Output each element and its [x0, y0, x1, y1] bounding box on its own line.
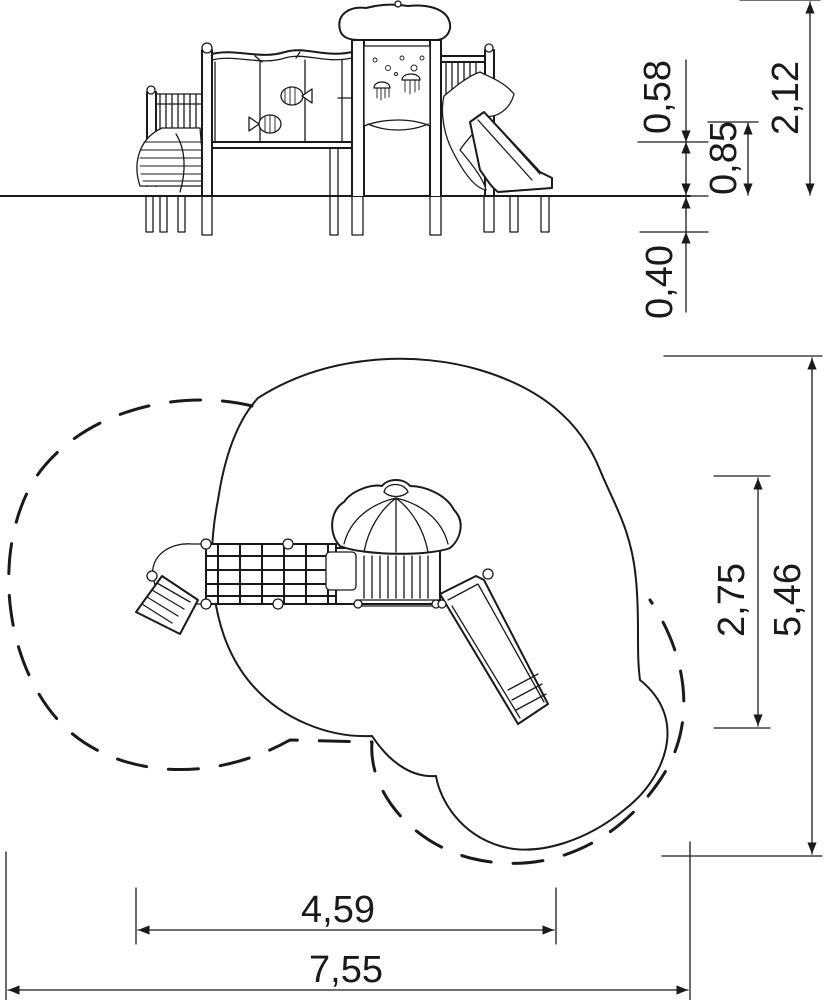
- foundation-posts: [145, 195, 550, 236]
- dim-safety-depth: 5,46: [767, 563, 809, 637]
- fish-icon: [248, 114, 282, 134]
- tunnel-module: [201, 42, 353, 197]
- dim-footprint-depth: 2,75: [711, 563, 753, 637]
- dashed-safety-zone: [7, 398, 686, 865]
- dim-deck-height: 0,85: [703, 121, 745, 195]
- fish-icon: [280, 86, 313, 106]
- steps-module: [136, 85, 206, 193]
- plan-dimensions: [5, 355, 823, 1000]
- plan-net-bridge: [200, 538, 337, 610]
- dim-safety-width: 7,55: [309, 949, 383, 991]
- dim-foundation-depth: 0,40: [639, 245, 681, 319]
- side-elevation: 0,58 0,85 2,12 0,40: [0, 0, 821, 319]
- dim-footprint-width: 4,59: [301, 889, 375, 931]
- bubbles: [372, 55, 425, 76]
- plan-steps: [135, 543, 207, 635]
- jellyfish-icon: [373, 81, 391, 101]
- jellyfish-icon: [401, 73, 421, 95]
- central-tower: [338, 0, 452, 196]
- slide-module: [440, 43, 553, 197]
- safety-zone-outline: [211, 357, 669, 851]
- plan-slide: [437, 568, 549, 725]
- plan-view: 2,75 5,46 4,59 7,55: [5, 355, 823, 1000]
- plan-tower: [325, 479, 462, 609]
- dim-total-height: 2,12: [765, 61, 807, 135]
- dim-slide-top: 0,58: [637, 60, 679, 134]
- elevation-dimensions: [637, 0, 821, 313]
